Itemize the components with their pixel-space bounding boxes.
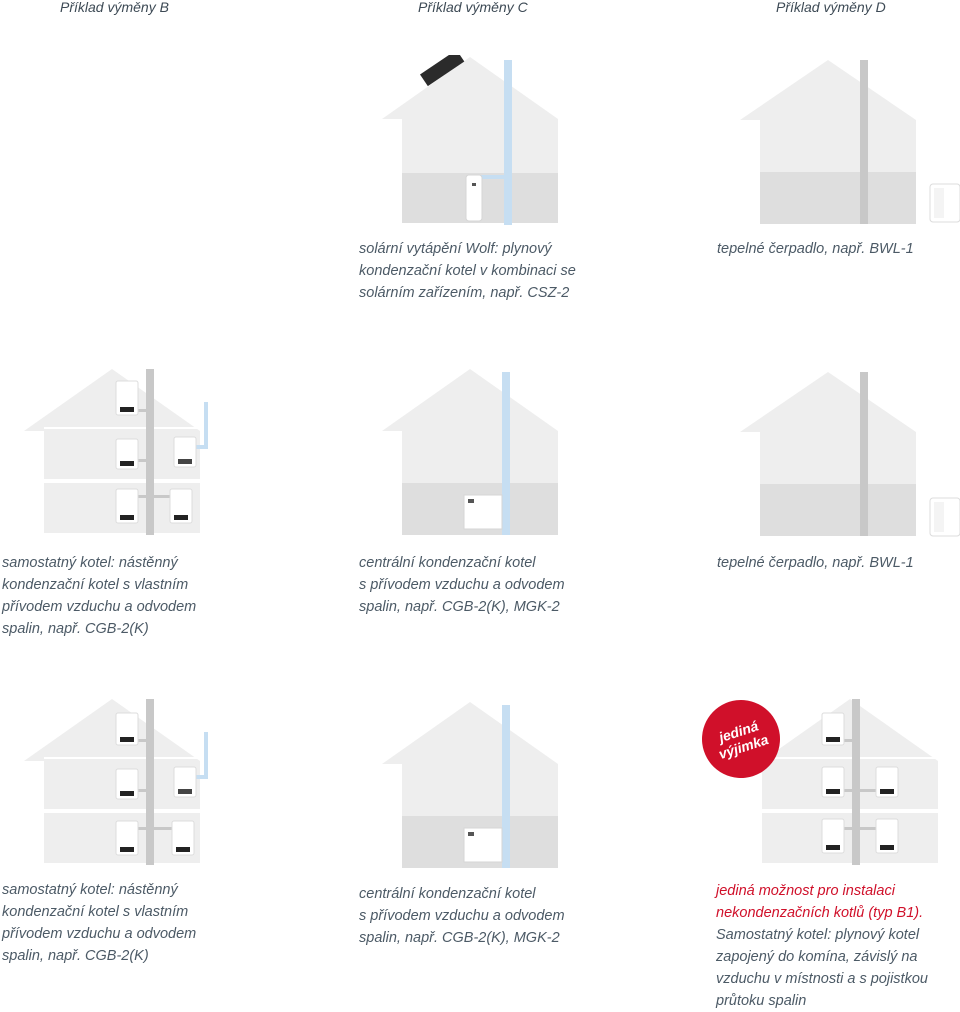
- wall-boiler-icon: [169, 488, 193, 524]
- wall-boiler-icon: [821, 766, 845, 798]
- wall-boiler-icon: [115, 488, 139, 524]
- wall-boiler-icon: [171, 820, 195, 856]
- header-example-d: Příklad výměny D: [776, 0, 886, 15]
- chimney: [502, 372, 510, 535]
- solar-boiler-icon: [465, 174, 483, 222]
- chimney: [146, 369, 154, 535]
- house-wallboilers-b3: [24, 699, 208, 865]
- header-example-c: Příklad výměny C: [418, 0, 528, 15]
- house-solar-c1: [382, 55, 558, 225]
- chimney: [146, 699, 154, 865]
- heat-pump-icon: [929, 497, 960, 537]
- chimney: [852, 699, 860, 865]
- central-boiler-icon: [463, 494, 503, 530]
- caption-b3: samostatný kotel: nástěnný kondenzační k…: [2, 882, 197, 964]
- caption-d3-warning-2: nekondenzačních kotlů (typ B1).: [716, 905, 924, 921]
- caption-d3-warning-1: jediná možnost pro instalaci: [716, 883, 895, 899]
- wall-boiler-icon: [875, 818, 899, 854]
- caption-c1: solární vytápění Wolf: plynový kondenzač…: [359, 241, 576, 301]
- house-b1-d3: [762, 699, 938, 865]
- caption-b2: samostatný kotel: nástěnný kondenzační k…: [2, 555, 197, 637]
- caption-d1: tepelné čerpadlo, např. BWL-1: [717, 241, 914, 257]
- heat-pump-icon: [929, 183, 960, 223]
- caption-c2: centrální kondenzační kotel s přívodem v…: [359, 555, 565, 615]
- wall-boiler-icon: [115, 820, 139, 856]
- caption-d3: jediná možnost pro instalaci nekondenzač…: [716, 880, 928, 1012]
- wall-boiler-icon: [821, 712, 845, 746]
- chimney: [860, 372, 868, 536]
- chimney: [860, 60, 868, 224]
- wall-boiler-icon: [115, 438, 139, 470]
- header-example-b: Příklad výměny B: [60, 0, 169, 15]
- wall-boiler-icon: [115, 380, 139, 416]
- caption-c3: centrální kondenzační kotel s přívodem v…: [359, 886, 565, 946]
- central-boiler-icon: [463, 827, 503, 863]
- caption-d2: tepelné čerpadlo, např. BWL-1: [717, 555, 914, 571]
- house-heatpump-d1: [740, 60, 960, 224]
- wall-boiler-icon: [173, 436, 197, 468]
- wall-boiler-icon: [173, 766, 197, 798]
- wall-boiler-icon: [821, 818, 845, 854]
- house-central-c3: [382, 702, 558, 868]
- wall-boiler-icon: [875, 766, 899, 798]
- house-wallboilers-b2: [24, 369, 208, 535]
- chimney: [504, 60, 512, 225]
- chimney: [502, 705, 510, 868]
- solar-collector-icon: [420, 55, 465, 87]
- wall-boiler-icon: [115, 712, 139, 746]
- house-heatpump-d2: [740, 372, 960, 537]
- house-central-c2: [382, 369, 558, 535]
- wall-boiler-icon: [115, 768, 139, 800]
